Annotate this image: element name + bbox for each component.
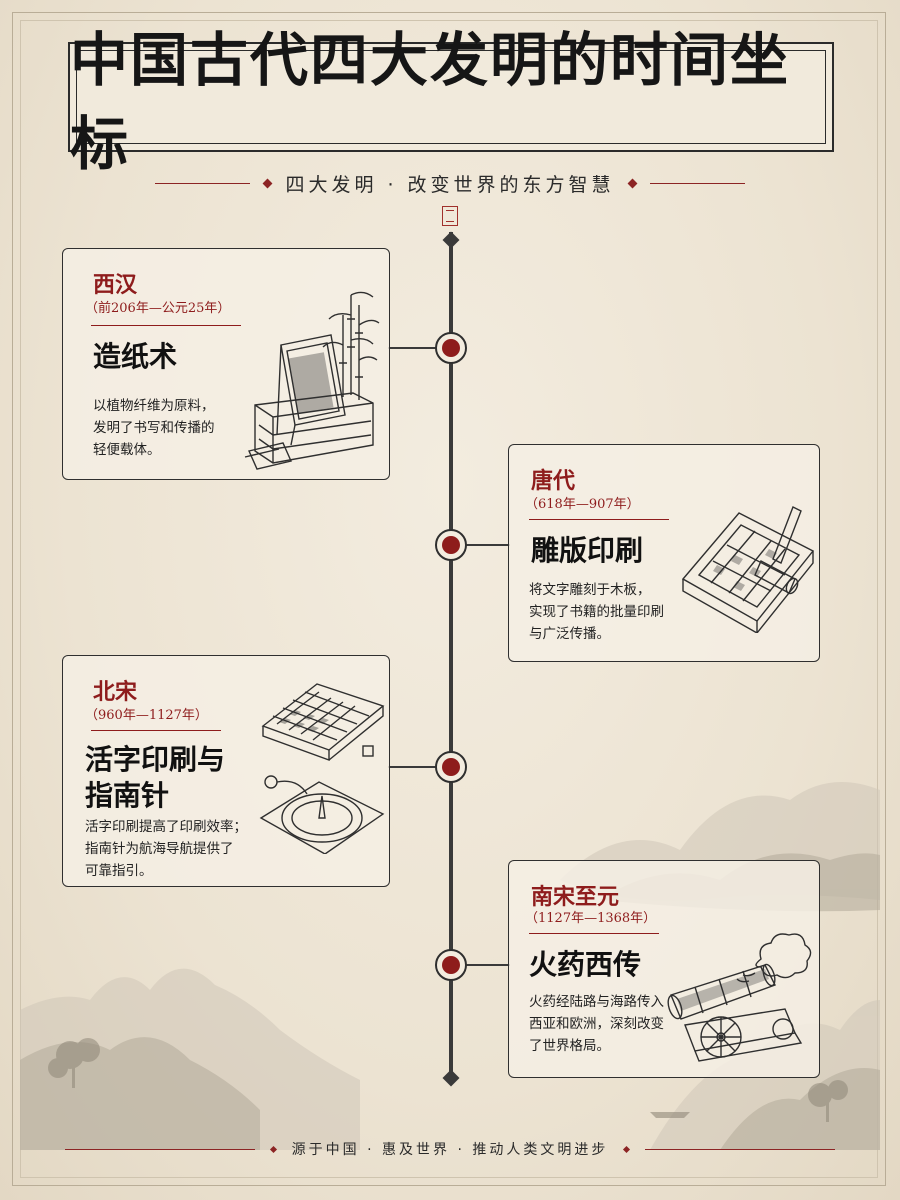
- description-line: 了世界格局。: [529, 1038, 610, 1054]
- card-era: 北宋: [93, 680, 138, 705]
- event-card-movable-type-compass: 北宋 （960年—1127年） 活字印刷与 指南针 活字印刷提高了印刷效率； 指…: [62, 655, 390, 887]
- description-line: 将文字雕刻于木板，: [529, 582, 651, 598]
- card-description: 火药经陆路与海路传入 西亚和欧洲，深刻改变 了世界格局。: [529, 991, 699, 1057]
- card-years: （618年—907年）: [525, 497, 640, 512]
- footer-rule-left: [64, 1148, 255, 1150]
- description-line: 实现了书籍的批量印刷: [529, 604, 664, 620]
- description-line: 与广泛传播。: [529, 626, 610, 642]
- connector-4: [464, 964, 510, 966]
- footer-rule-right: [645, 1148, 836, 1150]
- description-line: 活字印刷提高了印刷效率；: [85, 819, 247, 835]
- description-line: 轻便载体。: [93, 442, 161, 458]
- card-description: 以植物纤维为原料， 发明了书写和传播的 轻便载体。: [93, 395, 253, 461]
- card-era: 西汉: [93, 273, 138, 298]
- event-card-papermaking: 西汉 （前206年—公元25年） 造纸术 以植物纤维为原料， 发明了书写和传播的…: [62, 248, 390, 480]
- cannon-icon: [667, 933, 812, 1062]
- description-line: 西亚和欧洲，深刻改变: [529, 1016, 664, 1032]
- outer-border: [12, 12, 886, 1186]
- title-plate: 中国古代四大发明的时间坐标: [68, 26, 834, 178]
- page-subtitle: 四大发明 · 改变世界的东方智慧: [285, 173, 615, 196]
- subtitle-rule-left: [155, 182, 251, 184]
- description-line: 发明了书写和传播的: [93, 420, 215, 436]
- description-line: 火药经陆路与海路传入: [529, 994, 664, 1010]
- timeline-node-2: [435, 529, 467, 561]
- card-invention-name: 造纸术: [93, 340, 178, 373]
- card-invention-name: 活字印刷与: [85, 743, 226, 776]
- card-invention-name: 雕版印刷: [531, 534, 644, 567]
- card-rule: [529, 933, 659, 934]
- subtitle-diamond-left: [262, 178, 273, 188]
- footer-row: 源于中国 · 惠及世界 · 推动人类文明进步: [0, 1136, 900, 1162]
- footer-diamond-right: [623, 1145, 631, 1153]
- papermaking-frame-icon: [244, 291, 380, 470]
- card-invention-name: 火药西传: [529, 948, 642, 981]
- card-description: 活字印刷提高了印刷效率； 指南针为航海导航提供了 可靠指引。: [85, 816, 285, 882]
- connector-2: [464, 544, 510, 546]
- card-invention-name-line2: 指南针: [85, 779, 170, 812]
- event-card-woodblock-printing: 唐代 （618年—907年） 雕版印刷 将文字雕刻于木板， 实现了书籍的批量印刷…: [508, 444, 820, 662]
- card-years: （前206年—公元25年）: [85, 301, 231, 316]
- timeline-node-4: [435, 949, 467, 981]
- card-years: （960年—1127年）: [85, 708, 208, 723]
- connector-3: [388, 766, 438, 768]
- timeline-axis: [449, 232, 453, 1082]
- description-line: 指南针为航海导航提供了: [85, 841, 234, 857]
- card-rule: [91, 730, 221, 731]
- page-title: 中国古代四大发明的时间坐标: [70, 26, 791, 178]
- description-line: 可靠指引。: [85, 863, 153, 879]
- description-line: 以植物纤维为原料，: [93, 398, 215, 414]
- inner-border: [20, 20, 878, 1178]
- subtitle-diamond-right: [627, 178, 638, 188]
- card-era: 唐代: [531, 469, 576, 494]
- timeline-node-3: [435, 751, 467, 783]
- card-description: 将文字雕刻于木板， 实现了书籍的批量印刷 与广泛传播。: [529, 579, 699, 645]
- card-years: （1127年—1368年）: [525, 911, 657, 926]
- event-card-gunpowder: 南宋至元 （1127年—1368年） 火药西传 火药经陆路与海路传入 西亚和欧洲…: [508, 860, 820, 1078]
- footer-diamond-left: [269, 1145, 277, 1153]
- seal-stamp-icon: [442, 206, 458, 226]
- movable-type-compass-icon: [259, 683, 385, 854]
- timeline-node-1: [435, 332, 467, 364]
- subtitle-row: 四大发明 · 改变世界的东方智慧: [0, 168, 900, 198]
- card-rule: [529, 519, 669, 520]
- card-rule: [91, 325, 241, 326]
- subtitle-rule-right: [649, 182, 745, 184]
- connector-1: [388, 347, 438, 349]
- woodblock-print-icon: [681, 506, 815, 633]
- footer-slogan: 源于中国 · 惠及世界 · 推动人类文明进步: [291, 1142, 609, 1158]
- card-era: 南宋至元: [531, 885, 620, 910]
